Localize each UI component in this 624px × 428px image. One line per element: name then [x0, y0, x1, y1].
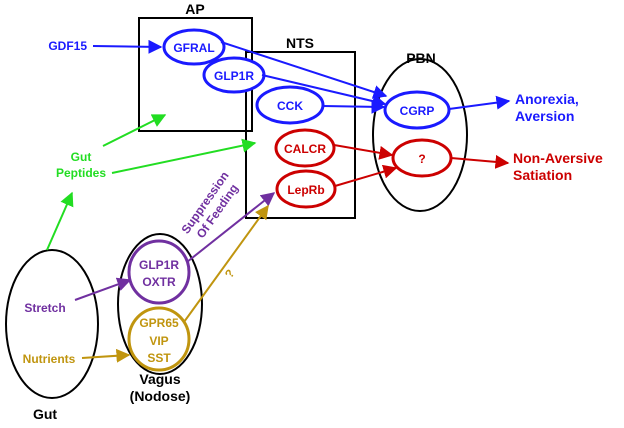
arrow-stretch-glp1r [74, 277, 132, 301]
gut-title: Gut [33, 406, 57, 422]
glp1r-vagal-label: GLP1R [139, 258, 179, 272]
arrow-unknown-nonaversive [450, 154, 510, 169]
arrow-glp1r-leprb [186, 192, 276, 263]
vagus-title: Vagus [139, 371, 180, 387]
gut-region-ellipse [5, 249, 99, 399]
gpr65-label: GPR65 [139, 316, 179, 330]
pbn-region-ellipse [372, 58, 468, 212]
nutrients-label: Nutrients [23, 352, 76, 366]
suppression-of-feeding-label: Suppression Of Feeding [179, 169, 242, 241]
arrow-cgrp-anorexia [448, 95, 511, 110]
cck-node [255, 85, 325, 125]
glp1r-oxtr-node [127, 239, 191, 305]
gfral-label: GFRAL [173, 41, 214, 55]
nutrient-pathway-question-label: ? [222, 267, 238, 281]
arrow-nutrients-gpr65 [81, 348, 131, 363]
leprb-node [275, 169, 337, 209]
arrow-leprb-unknown [334, 164, 398, 187]
anorexia-aversion-label-line1: Anorexia, [515, 91, 579, 107]
oxtr-label: OXTR [142, 275, 176, 289]
arrow-calcr-unknown [333, 144, 394, 160]
arrow-gut-peptides [46, 191, 74, 251]
nts-region-box [245, 51, 356, 219]
cgrp-label: CGRP [400, 104, 435, 118]
vip-label: VIP [149, 334, 168, 348]
cck-label: CCK [277, 99, 303, 113]
nts-title: NTS [286, 35, 314, 51]
gdf15-label: GDF15 [48, 39, 87, 53]
vagus-region-ellipse [117, 233, 203, 375]
gfral-node [162, 28, 226, 66]
calcr-node [274, 128, 336, 168]
nonaversive-satiation-label-line1: Non-Aversive [513, 150, 603, 166]
arrow-glp1r-cgrp [261, 74, 387, 108]
arrow-gpr65-nts [183, 204, 269, 323]
nodose-title: (Nodose) [130, 388, 191, 404]
arrow-gdf15-gfral [92, 39, 163, 54]
arrow-cck-cgrp [322, 99, 386, 114]
arrow-gfral-cgrp [220, 41, 388, 99]
nonaversive-satiation-label-line2: Satiation [513, 167, 572, 183]
sst-label: SST [147, 351, 171, 365]
unknown-label: ? [418, 152, 425, 166]
leprb-label: LepRb [287, 183, 324, 197]
ap-title: AP [185, 1, 204, 17]
glp1r-ap-label: GLP1R [214, 69, 254, 83]
pbn-title: PBN [406, 50, 436, 66]
calcr-label: CALCR [284, 142, 326, 156]
arrow-peptides-ap [102, 114, 167, 147]
gpr65-vip-sst-node [127, 306, 191, 372]
arrow-peptides-nts [111, 138, 257, 174]
anorexia-aversion-label-line2: Aversion [515, 108, 574, 124]
gut-peptides-label-line2: Peptides [56, 166, 106, 180]
gut-peptides-label-line1: Gut [71, 150, 92, 164]
stretch-label: Stretch [24, 301, 65, 315]
